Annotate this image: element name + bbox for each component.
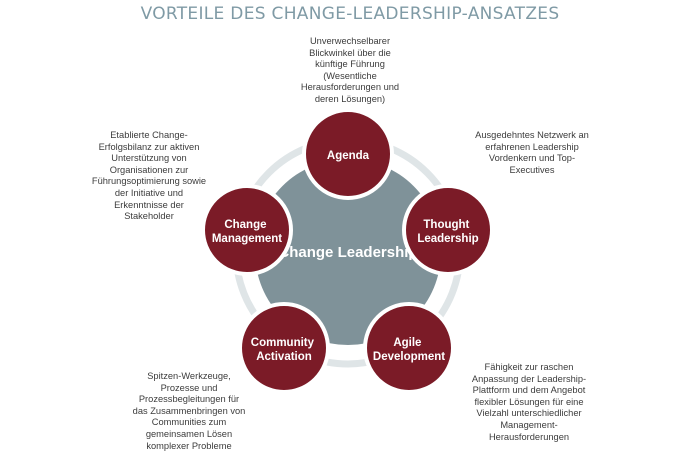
node-community-activation-label-line-1: Community — [251, 337, 315, 349]
diagram-title: VORTEILE DES CHANGE-LEADERSHIP-ANSATZES — [140, 4, 560, 24]
node-community-activation-circle — [238, 302, 330, 394]
node-thought-leadership-label: Thought Leadership — [417, 219, 478, 245]
node-agenda-circle — [302, 108, 394, 200]
node-community-activation-label-line-2: Activation — [256, 351, 312, 363]
node-change-management-label-line-1: Change — [224, 219, 266, 231]
agenda-description: Unverwechselbarer Blickwinkel über die k… — [300, 36, 400, 104]
node-thought-leadership[interactable]: Thought Leadership — [402, 184, 494, 276]
node-change-management[interactable]: Change Management — [201, 184, 293, 276]
center-circle — [255, 159, 441, 345]
center-label: Change Leadership — [278, 244, 417, 261]
node-agile-development-label-line-1: Agile — [393, 337, 421, 349]
node-agile-development-label-line-2: Development — [373, 351, 445, 363]
community-activation-description: Spitzen-Werkzeuge, Prozesse und Prozessb… — [132, 371, 246, 451]
node-agile-development-circle — [363, 302, 455, 394]
node-agenda[interactable]: Agenda — [302, 108, 394, 200]
node-agile-development[interactable]: Agile Development — [363, 302, 455, 394]
node-agenda-label-line-1: Agenda — [327, 150, 370, 162]
agile-development-description: Fähigkeit zur raschen Anpassung der Lead… — [471, 362, 587, 442]
node-change-management-label: Change Management — [212, 219, 282, 245]
node-agenda-label: Agenda — [327, 150, 370, 162]
node-thought-leadership-label-line-1: Thought — [423, 219, 469, 231]
node-community-activation[interactable]: Community Activation — [238, 302, 330, 394]
node-thought-leadership-label-line-2: Leadership — [417, 233, 478, 245]
node-thought-leadership-circle — [402, 184, 494, 276]
node-agile-development-label: Agile Development — [373, 337, 445, 363]
node-change-management-label-line-2: Management — [212, 233, 282, 245]
node-community-activation-label: Community Activation — [251, 337, 317, 363]
node-change-management-circle — [201, 184, 293, 276]
thought-leadership-description: Ausgedehntes Netzwerk an erfahrenen Lead… — [475, 130, 589, 175]
change-management-description: Etablierte Change- Erfolgsbilanz zur akt… — [91, 130, 207, 222]
